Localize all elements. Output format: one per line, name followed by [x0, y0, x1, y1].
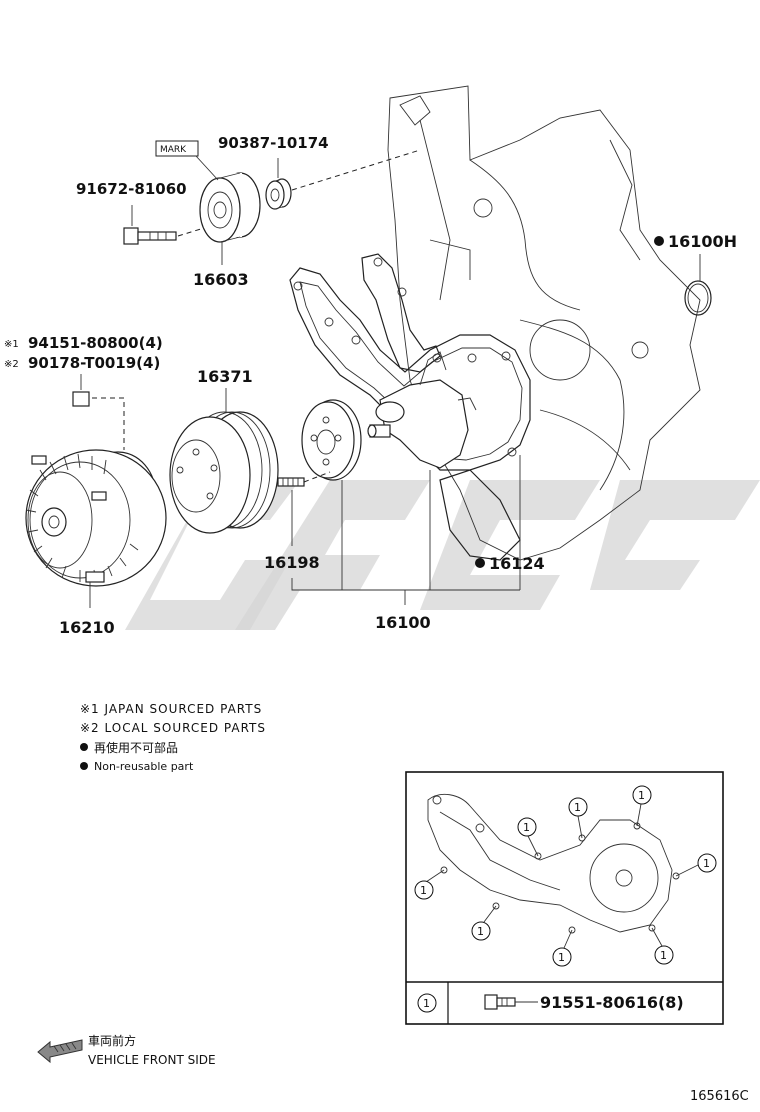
svg-text:1: 1 [523, 821, 530, 834]
svg-text:1: 1 [574, 801, 581, 814]
water-pump-gasket [289, 253, 531, 561]
svg-text:1: 1 [703, 857, 710, 870]
label-91551-80616: 91551-80616(8) [540, 993, 684, 1012]
vehicle-front-en: VEHICLE FRONT SIDE [88, 1053, 216, 1067]
leader-lines [291, 455, 521, 605]
idler-pulley-16603 [199, 172, 261, 265]
water-pump-16100 [367, 351, 477, 469]
collar-90387 [265, 149, 421, 210]
label-16603: 16603 [193, 270, 249, 289]
label-16100H: 16100H [668, 232, 737, 251]
nut-94151 [72, 374, 125, 450]
fan-pulley-16371 [169, 388, 279, 534]
legend-non-reusable-en: Non-reusable part [94, 760, 194, 773]
fluid-coupling-16210 [25, 449, 167, 608]
legend-non-reusable-jp: 再使用不可部品 [94, 740, 178, 755]
legend-dot-jp [80, 743, 88, 751]
detail-callout-key-label: 1 [423, 997, 430, 1010]
o-ring-16100H [684, 254, 712, 316]
label-16210: 16210 [59, 618, 115, 637]
flange-bolt-icon [484, 994, 538, 1010]
legend-japan-sourced: ※1 JAPAN SOURCED PARTS [80, 702, 262, 716]
ref-mark-1: ※1 [4, 339, 19, 350]
label-91672-81060: 91672-81060 [76, 180, 187, 198]
vehicle-front-arrow-icon [37, 1039, 83, 1064]
figure-id: 165616C [690, 1089, 749, 1104]
timing-chain-cover [387, 85, 701, 561]
detail-callouts: 1 1 1 1 1 1 1 1 [414, 785, 717, 967]
legend-local-sourced: ※2 LOCAL SOURCED PARTS [80, 721, 266, 735]
vehicle-front-jp: 車両前方 [88, 1033, 136, 1048]
ref-mark-2: ※2 [4, 359, 19, 370]
svg-text:1: 1 [477, 925, 484, 938]
svg-text:1: 1 [638, 789, 645, 802]
bolt-91672 [123, 205, 205, 245]
stud-bolt-16198 [277, 471, 331, 487]
mark-label: MARK [160, 145, 187, 155]
pulley-flange [301, 399, 362, 481]
non-reusable-dot-16100H [654, 236, 664, 246]
legend-dot-en [80, 762, 88, 770]
mark-callout: MARK [155, 140, 219, 181]
svg-text:1: 1 [558, 951, 565, 964]
label-90387-10174: 90387-10174 [218, 134, 329, 152]
non-reusable-dot-16124 [475, 558, 485, 568]
svg-text:1: 1 [660, 949, 667, 962]
label-90178-T0019: 90178-T0019(4) [28, 354, 160, 372]
label-94151-80800: 94151-80800(4) [28, 334, 163, 352]
label-16124: 16124 [489, 554, 545, 573]
label-16100: 16100 [375, 613, 431, 632]
detail-callout-key [417, 993, 437, 1013]
svg-text:1: 1 [420, 884, 427, 897]
label-16198: 16198 [264, 553, 320, 572]
bolt-position-detail-box: 1 1 1 1 1 1 1 1 1 91551-80616(8) [405, 771, 724, 1025]
label-16371: 16371 [197, 367, 253, 386]
